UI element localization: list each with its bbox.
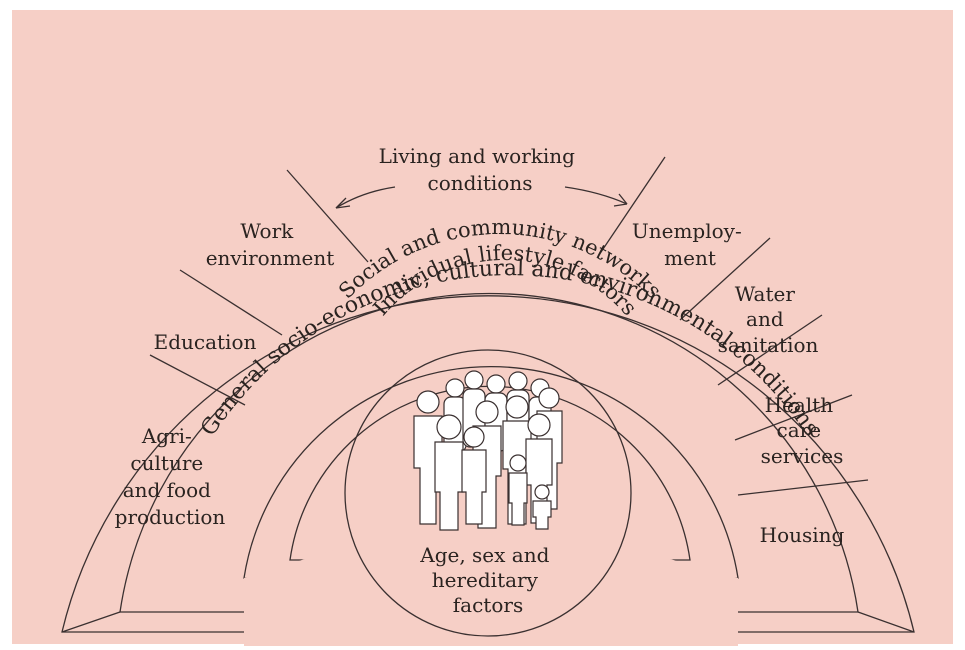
segment-unemployment: Unemploy- ment: [632, 219, 748, 270]
segment-agriculture: Agri- culture and food production: [115, 424, 226, 529]
social-band: [243, 365, 739, 579]
core-factors-label: Age, sex and hereditary factors: [419, 543, 556, 617]
outer-band: [61, 295, 915, 633]
segment-education: Education: [154, 330, 257, 354]
segment-water-sanitation: Water and sanitation: [718, 282, 819, 357]
segment-work-environment: Work environment: [206, 219, 335, 270]
segment-dividers: [61, 156, 915, 633]
background-panel: [12, 10, 953, 644]
segment-health-care: Health care services: [761, 393, 844, 468]
segment-housing: Housing: [760, 523, 845, 547]
living-working-arrows: [335, 186, 628, 209]
core-circle: [344, 349, 632, 637]
people-group-icon: [413, 370, 563, 531]
living-working-label: Living and working conditions: [379, 144, 582, 195]
living-working-band: [119, 292, 859, 613]
